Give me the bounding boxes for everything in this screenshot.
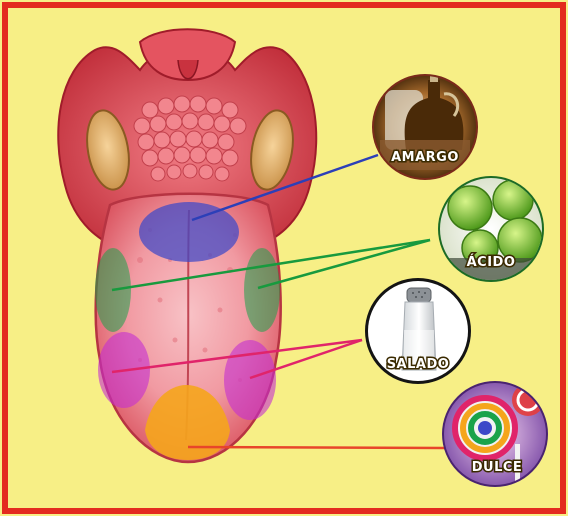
bitter-label: AMARGO — [391, 150, 459, 165]
salty-badge: SALADO — [365, 278, 471, 384]
sweet-label: DULCE — [472, 460, 523, 475]
sour-zone-right — [244, 248, 280, 332]
sweet-badge: DULCE — [442, 381, 548, 487]
salty-label: SALADO — [387, 357, 450, 372]
sour-label: ÁCIDO — [467, 254, 516, 270]
sweet-connector — [188, 447, 445, 448]
bitter-zone — [139, 202, 239, 262]
